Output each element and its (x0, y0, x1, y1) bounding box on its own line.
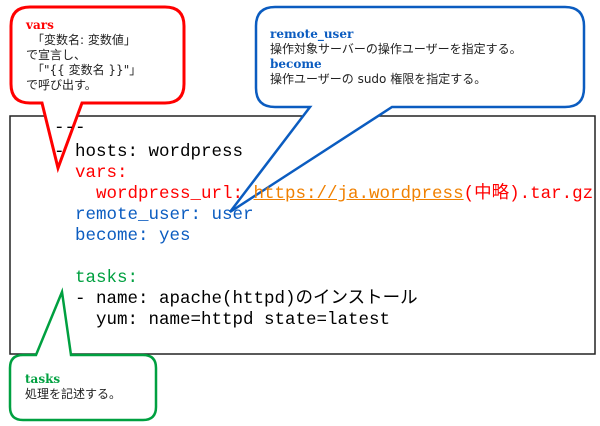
tasks-note: tasks 処理を記述する。 (25, 372, 121, 402)
code-line-yum: yum: name=httpd state=latest (96, 310, 391, 330)
tasks-callout-bubble (8, 287, 158, 422)
url-suffix: (中略).tar.gz (463, 184, 594, 204)
vars-note-line: 「変数名: 変数値」 (26, 33, 136, 47)
url-link[interactable]: https://ja.wordpress (253, 184, 464, 204)
code-line-become: become: yes (75, 226, 191, 246)
code-line-wordpress-url: wordpress_url: https://ja.wordpress(中略).… (96, 184, 593, 205)
remote-note: remote_user 操作対象サーバーの操作ユーザーを指定する。 become… (270, 27, 522, 87)
vars-note: vars 「変数名: 変数値」 で宣言し、 「"{{ 変数名 }}"」 で呼び出… (26, 18, 141, 93)
vars-note-line: で呼び出す。 (26, 78, 97, 92)
code-line-remote-user: remote_user: user (75, 205, 254, 225)
code-line-vars: vars: (75, 163, 128, 183)
url-key: wordpress_url: (96, 184, 254, 204)
remote-note-line: 操作対象サーバーの操作ユーザーを指定する。 (270, 42, 522, 56)
vars-note-title: vars (26, 18, 54, 32)
code-line-tasks: tasks: (75, 268, 139, 288)
tasks-note-line: 処理を記述する。 (25, 387, 122, 401)
code-line-hosts: - hosts: wordpress (54, 142, 244, 162)
remote-note-title: remote_user (270, 27, 354, 41)
vars-note-line: 「"{{ 変数名 }}"」 (26, 63, 142, 77)
code-line-task-name: - name: apache(httpd)のインストール (75, 289, 418, 309)
become-note-title: become (270, 57, 322, 71)
become-note-line: 操作ユーザーの sudo 権限を指定する。 (270, 72, 487, 86)
vars-callout-bubble (9, 5, 186, 174)
tasks-note-title: tasks (25, 372, 61, 386)
vars-note-line: で宣言し、 (26, 48, 87, 62)
code-line-doc-start: --- (54, 118, 86, 138)
remote-callout-bubble (229, 5, 586, 214)
